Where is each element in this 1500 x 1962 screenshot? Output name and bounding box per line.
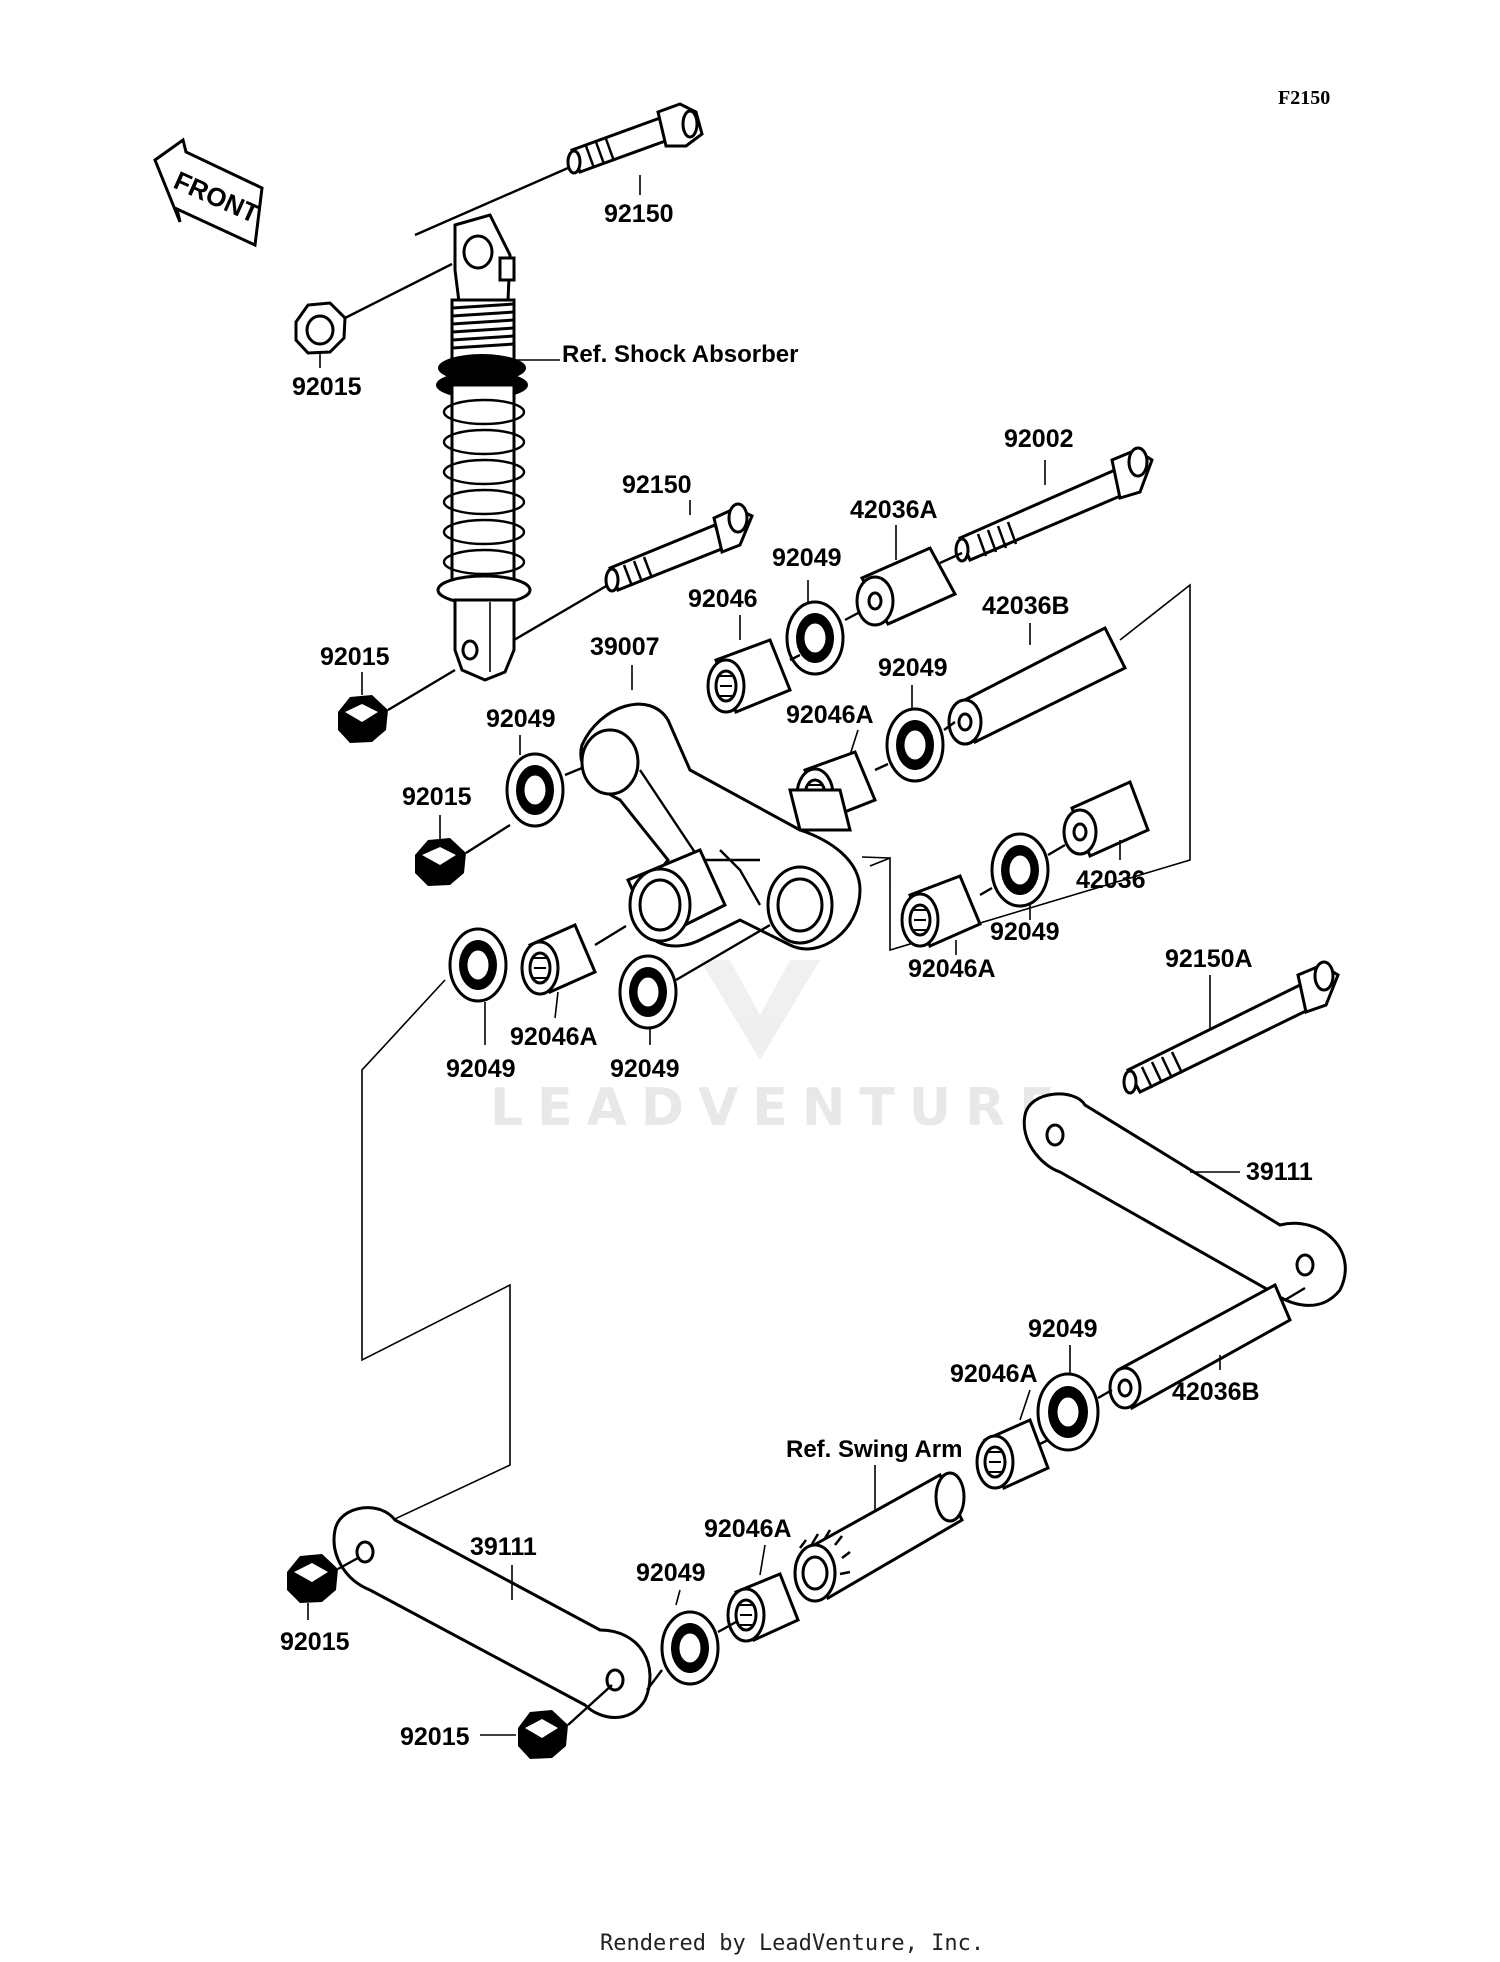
nut-92015-top	[294, 301, 347, 355]
nut-92015-d	[287, 1554, 338, 1603]
bolt-92002	[954, 446, 1154, 563]
part-label-92015-d: 92015	[280, 1628, 350, 1656]
part-label-92015-mid: 92015	[320, 643, 390, 671]
seal-92049-a	[785, 600, 845, 676]
bearing-92046	[706, 638, 792, 714]
part-label-92150-mid: 92150	[622, 471, 692, 499]
part-label-92002: 92002	[1004, 425, 1074, 453]
seal-92049-b	[885, 707, 945, 783]
tie-rod-39111-right	[1022, 1092, 1347, 1307]
part-label-92150A: 92150A	[1165, 945, 1253, 973]
part-label-42036B-bottom: 42036B	[1172, 1378, 1260, 1406]
rocker-arm-39007	[579, 702, 862, 951]
watermark-text: LEADVENTURE	[490, 1078, 1069, 1138]
part-label-92046A-b: 92046A	[908, 955, 996, 983]
bearing-92046A-c	[520, 923, 597, 996]
part-label-92049-h: 92049	[636, 1559, 706, 1587]
seal-92049-h	[660, 1610, 720, 1686]
collar-42036	[1062, 779, 1150, 859]
part-label-92015-e: 92015	[400, 1723, 470, 1751]
collar-42036A	[855, 546, 958, 627]
collar-42036B-top	[947, 625, 1128, 746]
part-label-92049-e: 92049	[446, 1055, 516, 1083]
part-label-39111-left: 39111	[470, 1533, 537, 1561]
ref-swing-arm: Ref. Swing Arm	[786, 1436, 962, 1463]
part-label-92046A-a: 92046A	[786, 701, 874, 729]
seal-92049-d	[990, 832, 1050, 908]
swing-arm-pivot	[793, 1471, 966, 1603]
part-label-42036B-top: 42036B	[982, 592, 1070, 620]
assembly-bracket-right	[869, 583, 1191, 952]
part-label-92046: 92046	[688, 585, 758, 613]
bolt-92150-mid	[604, 502, 754, 593]
seal-92049-c	[505, 752, 565, 828]
part-label-39111-right: 39111	[1246, 1158, 1313, 1186]
nut-92015-mid	[338, 695, 388, 743]
bearing-92046A-d	[975, 1417, 1050, 1491]
seal-92049-g	[1036, 1372, 1100, 1452]
part-label-92049-a: 92049	[772, 544, 842, 572]
part-label-92049-g: 92049	[1028, 1315, 1098, 1343]
part-label-92049-d: 92049	[990, 918, 1060, 946]
watermark: LEADVENTURE	[490, 960, 1069, 1138]
bolt-92150-top	[566, 102, 704, 175]
part-label-92046A-d: 92046A	[950, 1360, 1038, 1388]
bearing-92046A-b	[900, 874, 982, 949]
nut-92015-e	[518, 1710, 568, 1759]
shock-absorber	[436, 213, 532, 682]
part-label-92046A-e: 92046A	[704, 1515, 792, 1543]
part-label-92049-f: 92049	[610, 1055, 680, 1083]
leader-line	[414, 166, 569, 237]
part-label-42036: 42036	[1076, 866, 1146, 894]
footer-credit: Rendered by LeadVenture, Inc.	[600, 1931, 984, 1956]
assembly-bracket-left	[349, 979, 511, 1541]
nut-92015-c	[415, 838, 466, 886]
part-label-92049-c: 92049	[486, 705, 556, 733]
part-label-92015-top: 92015	[292, 373, 362, 401]
front-arrow-icon: FRONT	[153, 137, 264, 248]
bearing-92046A-e	[726, 1572, 800, 1643]
part-label-92015-c: 92015	[402, 783, 472, 811]
collar-42036B-bottom	[1108, 1282, 1292, 1411]
ref-shock-absorber: Ref. Shock Absorber	[562, 341, 799, 368]
part-label-39007: 39007	[590, 633, 660, 661]
part-label-42036A: 42036A	[850, 496, 938, 524]
seal-92049-e	[448, 927, 508, 1003]
diagram-code: F2150	[1278, 87, 1330, 109]
part-label-92150-top: 92150	[604, 200, 674, 228]
seal-92049-f	[618, 954, 678, 1030]
part-label-92046A-c: 92046A	[510, 1023, 598, 1051]
bolt-92150A	[1122, 960, 1340, 1095]
part-label-92049-b: 92049	[878, 654, 948, 682]
